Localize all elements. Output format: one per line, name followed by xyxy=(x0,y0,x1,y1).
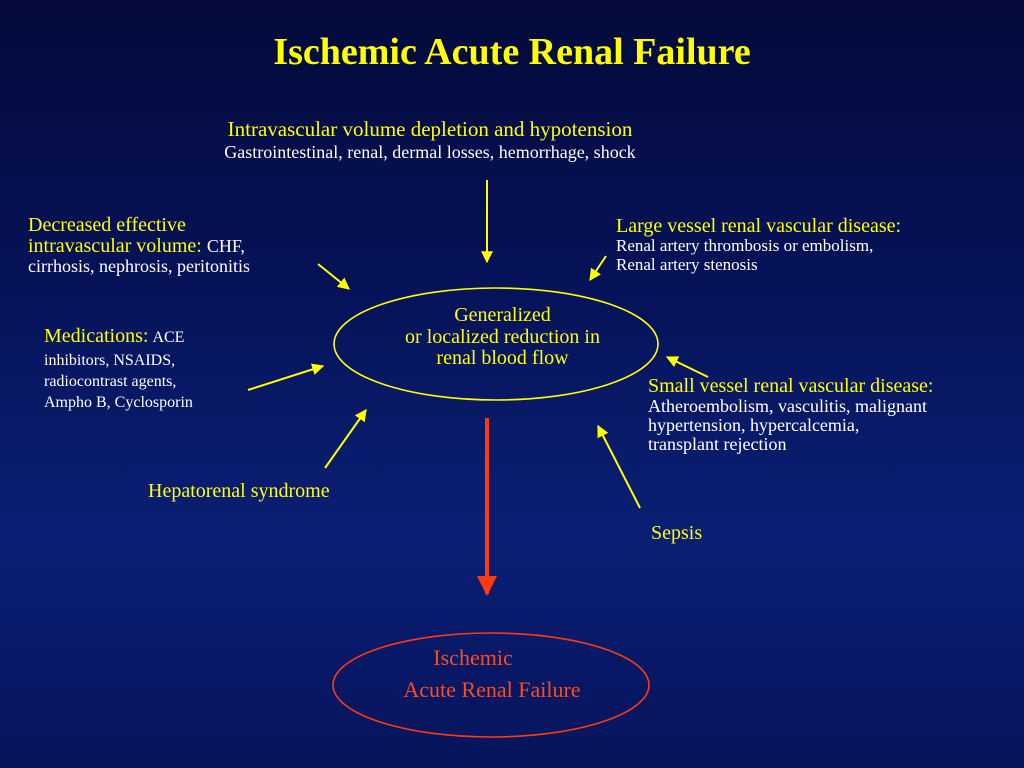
center-node-line1: Generalized xyxy=(454,304,551,326)
cause-decreased-detail-line2: CHF, xyxy=(206,236,245,256)
cause-large-vessel: Large vessel renal vascular disease: Ren… xyxy=(616,215,1016,274)
slide-title: Ischemic Acute Renal Failure xyxy=(273,31,751,73)
cause-decreased-heading-line2: intravascular volume: xyxy=(28,235,202,257)
cause-decreased-effective: Decreased effective intravascular volume… xyxy=(28,215,328,276)
cause-medications: Medications: ACE inhibitors, NSAIDS, rad… xyxy=(44,323,254,413)
outcome-node-line2: Acute Renal Failure xyxy=(403,676,581,702)
arrow-medications xyxy=(247,363,325,391)
cause-small-vessel-detail-line1: Atheroembolism, vasculitis, malignant xyxy=(648,396,927,416)
cause-decreased-detail-line3: cirrhosis, nephrosis, peritonitis xyxy=(28,256,250,276)
center-node-line2: or localized reduction in xyxy=(405,325,600,348)
cause-large-vessel-detail-line1: Renal artery thrombosis or embolism, xyxy=(616,236,874,255)
cause-intravascular: Intravascular volume depletion and hypot… xyxy=(150,117,710,164)
cause-medications-detail-line3: radiocontrast agents, xyxy=(44,372,177,390)
cause-medications-heading: Medications: xyxy=(44,325,149,347)
cause-intravascular-detail: Gastrointestinal, renal, dermal losses, … xyxy=(224,142,636,163)
cause-small-vessel-heading: Small vessel renal vascular disease: xyxy=(648,375,934,397)
arrow-hepatorenal xyxy=(324,409,367,469)
center-node-ellipse xyxy=(333,287,659,401)
cause-medications-detail-line1: ACE xyxy=(152,329,185,346)
cause-medications-detail-line4: Ampho B, Cyclosporin xyxy=(44,394,193,412)
cause-medications-detail-line2: inhibitors, NSAIDS, xyxy=(44,351,176,369)
arrow-sepsis xyxy=(597,424,641,509)
center-node-label: Generalized or localized reduction in re… xyxy=(340,304,665,370)
cause-large-vessel-heading: Large vessel renal vascular disease: xyxy=(616,215,902,237)
cause-sepsis: Sepsis xyxy=(651,522,703,544)
outcome-node-ellipse xyxy=(332,632,650,738)
arrow-decreased-effective xyxy=(317,263,350,290)
arrow-small-vessel xyxy=(665,356,709,378)
cause-large-vessel-detail-line2: Renal artery stenosis xyxy=(616,254,758,274)
outcome-node-label: Ischemic Acute Renal Failure xyxy=(332,642,652,706)
cause-decreased-heading-line1: Decreased effective xyxy=(28,214,186,236)
cause-intravascular-heading: Intravascular volume depletion and hypot… xyxy=(227,117,633,141)
outcome-node-line1: Ischemic xyxy=(433,645,513,670)
arrow-large-vessel xyxy=(589,255,607,281)
cause-small-vessel: Small vessel renal vascular disease: Ath… xyxy=(648,376,1020,454)
cause-hepatorenal: Hepatorenal syndrome xyxy=(148,480,330,502)
cause-small-vessel-detail-line2: hypertension, hypercalcemia, xyxy=(648,414,860,435)
cause-small-vessel-detail-line3: transplant rejection xyxy=(648,433,787,454)
center-node-line3: renal blood flow xyxy=(436,347,569,370)
